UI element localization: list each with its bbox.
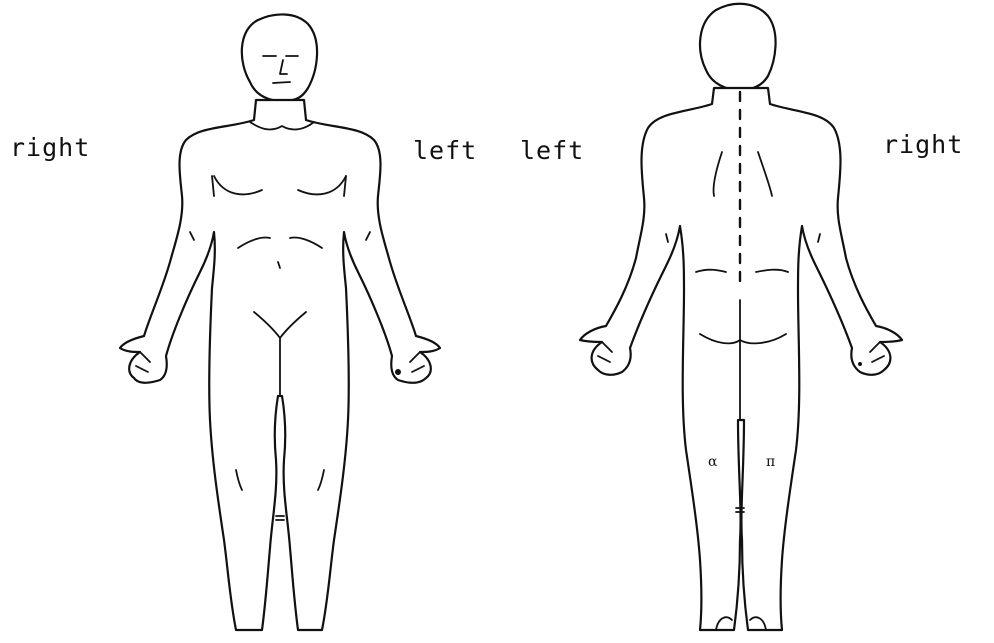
front-ankle-gap (276, 516, 284, 520)
back-body-figure: α π (580, 4, 902, 630)
front-head (242, 14, 317, 101)
front-body-figure (120, 14, 440, 630)
back-knee-mark-right: π (766, 454, 775, 470)
back-knee-mark-left: α (708, 454, 718, 470)
front-face-mouth (273, 82, 290, 83)
front-hand-left-mark (395, 369, 401, 375)
back-hand-right-mark (858, 362, 862, 366)
back-head (700, 4, 776, 90)
